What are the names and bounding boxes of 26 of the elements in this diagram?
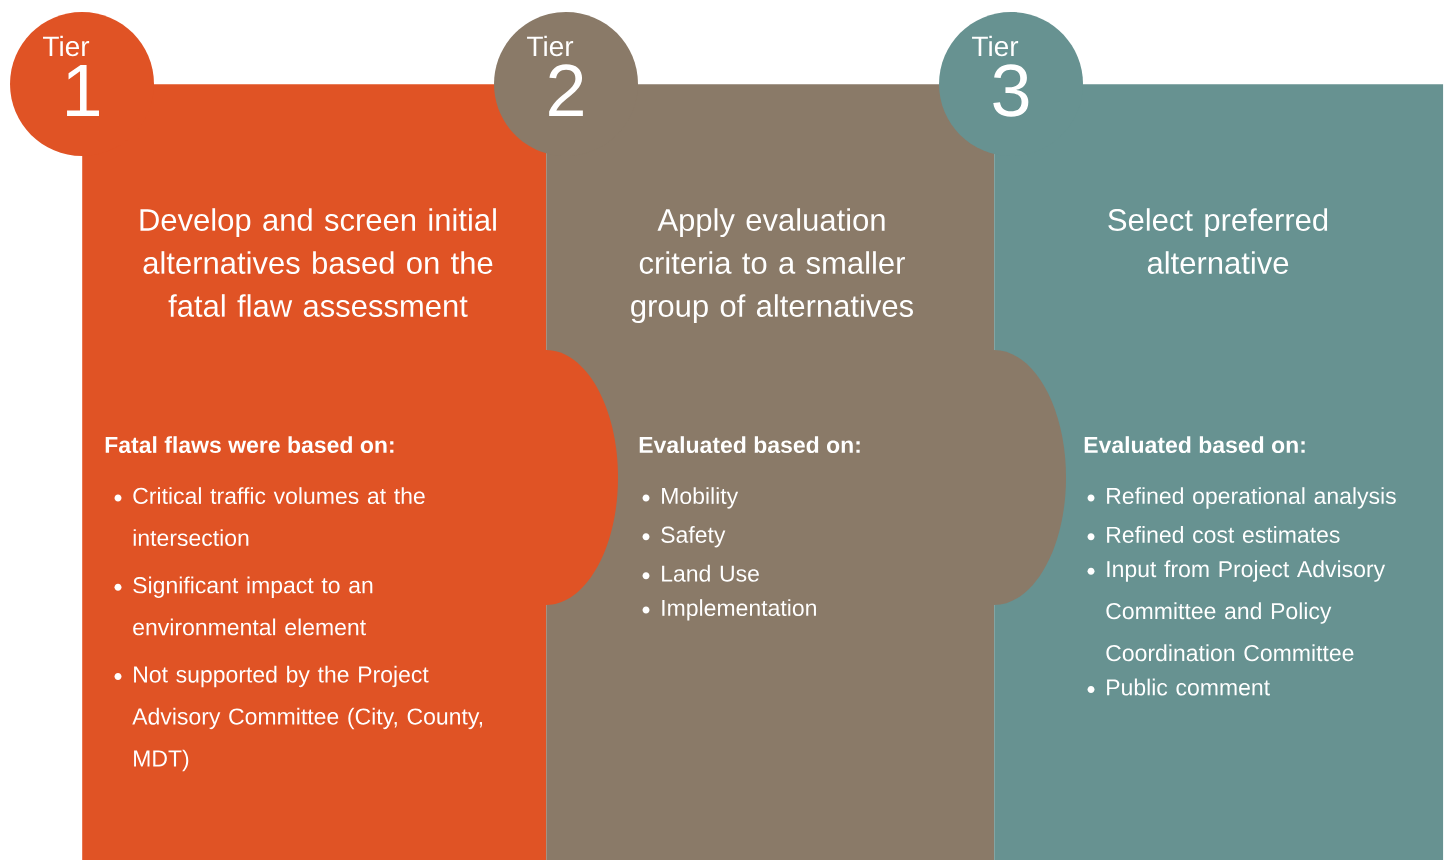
tier-label: Tier [527,35,574,57]
bullet-item: Refined operational analysis [1087,487,1396,509]
heading: Develop and screen initial alternatives based on the fatal flaw assessment [140,208,496,317]
bullet-item: Significant impact to an environmental element [114,576,373,636]
bullet-item: Public comment [1087,678,1270,696]
heading: Apply evaluation criteria to a smaller group of alternatives [631,208,913,324]
bullet-item: Land Use [642,564,759,582]
heading: Select preferred alternative [1108,208,1328,274]
bullet-item: Not supported by the Project Advisory Committee (City, County, MDT) [114,665,482,772]
tier-label: Tier [43,35,90,57]
subheading: Evaluated based on: [1084,436,1305,454]
subheading: Fatal flaws were based on: [105,436,394,454]
tier-number: 2 [549,64,583,116]
tier-circle [939,12,1083,156]
tier-circle [10,12,154,156]
subheading: Evaluated based on: [639,436,860,454]
bullet-item: Refined cost estimates [1087,526,1340,543]
bullet-item: Input from Project Advisory Committee and Policy Coordination Committee [1087,560,1386,662]
tier-circle [494,12,638,156]
bullet-item: Safety [642,526,726,548]
tier-number: 3 [993,64,1029,117]
bullet-item: Mobility [642,487,739,509]
tier-number: 1 [67,65,99,116]
bullet-item: Implementation [642,599,816,621]
tier-label: Tier [972,35,1019,57]
bullet-item: Critical traffic volumes at the intersection [114,487,425,547]
